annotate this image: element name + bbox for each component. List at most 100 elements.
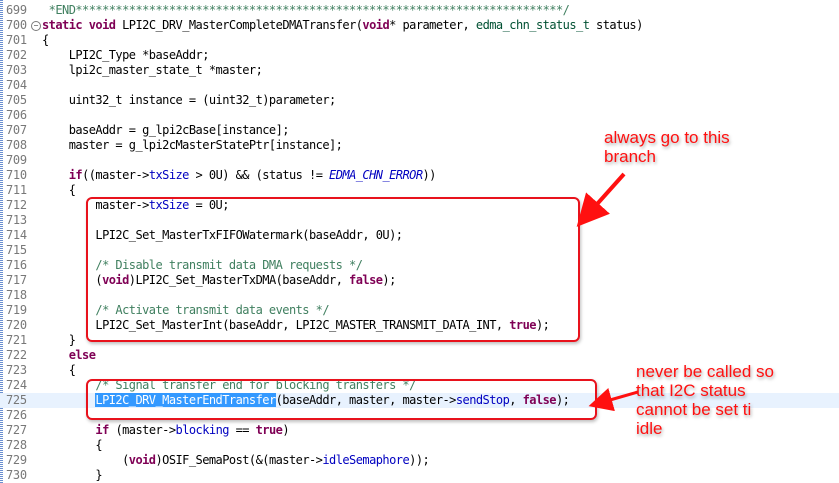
- annotation-always-branch: always go to this branch: [604, 128, 730, 166]
- line-number: 709: [6, 153, 27, 167]
- annotation-text: cannot be set ti: [636, 400, 752, 419]
- code-text: /* Signal transfer end for blocking tran…: [42, 378, 416, 392]
- overview-ruler: [0, 0, 3, 483]
- code-line[interactable]: 716 /* Disable transmit data DMA request…: [0, 258, 839, 273]
- line-number: 730: [6, 468, 27, 482]
- line-number: 713: [6, 213, 27, 227]
- line-number: 722: [6, 348, 27, 362]
- line-number: 719: [6, 303, 27, 317]
- code-line[interactable]: 718: [0, 288, 839, 303]
- line-number: 701: [6, 33, 27, 47]
- annotation-text: that I2C status: [636, 381, 746, 400]
- line-number: 699: [6, 3, 27, 17]
- code-text: }: [42, 468, 103, 482]
- code-text: else: [68, 348, 96, 362]
- code-line[interactable]: 720 LPI2C_Set_MasterInt(baseAddr, LPI2C_…: [0, 318, 839, 333]
- code-line[interactable]: 708 master = g_lpi2cMasterStatePtr[insta…: [0, 138, 839, 153]
- code-text: (void)LPI2C_Set_MasterTxDMA(baseAddr, fa…: [42, 273, 396, 287]
- code-line[interactable]: 725 LPI2C_DRV_MasterEndTransfer(baseAddr…: [0, 393, 839, 408]
- line-number: 702: [6, 48, 27, 62]
- line-number: 726: [6, 408, 27, 422]
- code-line[interactable]: 705 uint32_t instance = (uint32_t)parame…: [0, 93, 839, 108]
- code-text: {: [42, 363, 76, 377]
- code-line[interactable]: 723 {: [0, 363, 839, 378]
- code-line[interactable]: 730 }: [0, 468, 839, 483]
- code-line[interactable]: 710 if((master->txSize > 0U) && (status …: [0, 168, 839, 183]
- code-text: LPI2C_Type *baseAddr;: [42, 48, 210, 62]
- line-number: 724: [6, 378, 27, 392]
- code-text: /* Activate transmit data events */: [42, 303, 330, 317]
- annotation-text: branch: [604, 147, 656, 166]
- line-number: 715: [6, 243, 27, 257]
- code-line[interactable]: 715: [0, 243, 839, 258]
- code-text: LPI2C_Set_MasterTxFIFOWatermark(baseAddr…: [42, 228, 403, 242]
- code-line[interactable]: 726: [0, 408, 839, 423]
- line-number: 725: [6, 393, 27, 407]
- code-text: (void)OSIF_SemaPost(&(master->idleSemaph…: [42, 453, 430, 467]
- code-line[interactable]: 719 /* Activate transmit data events */: [0, 303, 839, 318]
- line-number: 717: [6, 273, 27, 287]
- line-number: 720: [6, 318, 27, 332]
- line-number: 716: [6, 258, 27, 272]
- code-line[interactable]: 728 {: [0, 438, 839, 453]
- code-line[interactable]: 721 }: [0, 333, 839, 348]
- annotation-text: always go to this: [604, 128, 730, 147]
- code-text: {: [42, 438, 103, 452]
- annotation-never-called: never be called so that I2C status canno…: [636, 362, 774, 438]
- line-number: 714: [6, 228, 27, 242]
- code-text: /* Disable transmit data DMA requests */: [42, 258, 363, 272]
- code-line[interactable]: 703 lpi2c_master_state_t *master;: [0, 63, 839, 78]
- code-text: LPI2C_Set_MasterInt(baseAddr, LPI2C_MAST…: [42, 318, 550, 332]
- line-number: 707: [6, 123, 27, 137]
- code-text: {: [42, 183, 76, 197]
- line-number: 704: [6, 78, 27, 92]
- code-line[interactable]: 704: [0, 78, 839, 93]
- line-number: 710: [6, 168, 27, 182]
- fold-collapse-icon[interactable]: −: [31, 21, 41, 31]
- line-number: 723: [6, 363, 27, 377]
- line-number: 706: [6, 108, 27, 122]
- code-text: uint32_t instance = (uint32_t)parameter;: [42, 93, 337, 107]
- code-text: LPI2C_DRV_MasterEndTransfer(baseAddr, ma…: [95, 393, 570, 407]
- code-line[interactable]: 700−static void LPI2C_DRV_MasterComplete…: [0, 18, 839, 33]
- code-line[interactable]: 729 (void)OSIF_SemaPost(&(master->idleSe…: [0, 453, 839, 468]
- line-number: 727: [6, 423, 27, 437]
- code-text: master->txSize = 0U;: [42, 198, 229, 212]
- line-number: 718: [6, 288, 27, 302]
- code-text: static void LPI2C_DRV_MasterCompleteDMAT…: [42, 18, 643, 32]
- line-number: 721: [6, 333, 27, 347]
- code-line[interactable]: 722 else: [0, 348, 839, 363]
- line-number: 703: [6, 63, 27, 77]
- code-line[interactable]: 717 (void)LPI2C_Set_MasterTxDMA(baseAddr…: [0, 273, 839, 288]
- annotation-text: never be called so: [636, 362, 774, 381]
- code-text: *END************************************…: [42, 3, 570, 17]
- highlight-box-if-branch: [86, 197, 580, 342]
- code-line[interactable]: 714 LPI2C_Set_MasterTxFIFOWatermark(base…: [0, 228, 839, 243]
- selected-text: LPI2C_DRV_MasterEndTransfer: [95, 393, 276, 407]
- code-line[interactable]: 707 baseAddr = g_lpi2cBase[instance];: [0, 123, 839, 138]
- line-number: 705: [6, 93, 27, 107]
- code-text: }: [42, 333, 76, 347]
- line-number: 700: [6, 18, 27, 32]
- line-number: 708: [6, 138, 27, 152]
- code-text: if((master->txSize > 0U) && (status != E…: [68, 168, 437, 182]
- code-text: if (master->blocking == true): [95, 423, 290, 437]
- annotation-text: idle: [636, 419, 663, 438]
- code-text: lpi2c_master_state_t *master;: [42, 63, 263, 77]
- code-text: master = g_lpi2cMasterStatePtr[instance]…: [42, 138, 343, 152]
- code-line[interactable]: 702 LPI2C_Type *baseAddr;: [0, 48, 839, 63]
- code-line[interactable]: 712 master->txSize = 0U;: [0, 198, 839, 213]
- code-line[interactable]: 724 /* Signal transfer end for blocking …: [0, 378, 839, 393]
- code-line[interactable]: 706: [0, 108, 839, 123]
- code-line[interactable]: 699 *END********************************…: [0, 3, 839, 18]
- line-number: 711: [6, 183, 27, 197]
- line-number: 728: [6, 438, 27, 452]
- code-line[interactable]: 709: [0, 153, 839, 168]
- code-line[interactable]: 711 {: [0, 183, 839, 198]
- code-text: {: [42, 33, 49, 47]
- line-number: 712: [6, 198, 27, 212]
- code-line[interactable]: 727 if (master->blocking == true): [0, 423, 839, 438]
- code-line[interactable]: 701 {: [0, 33, 839, 48]
- code-line[interactable]: 713: [0, 213, 839, 228]
